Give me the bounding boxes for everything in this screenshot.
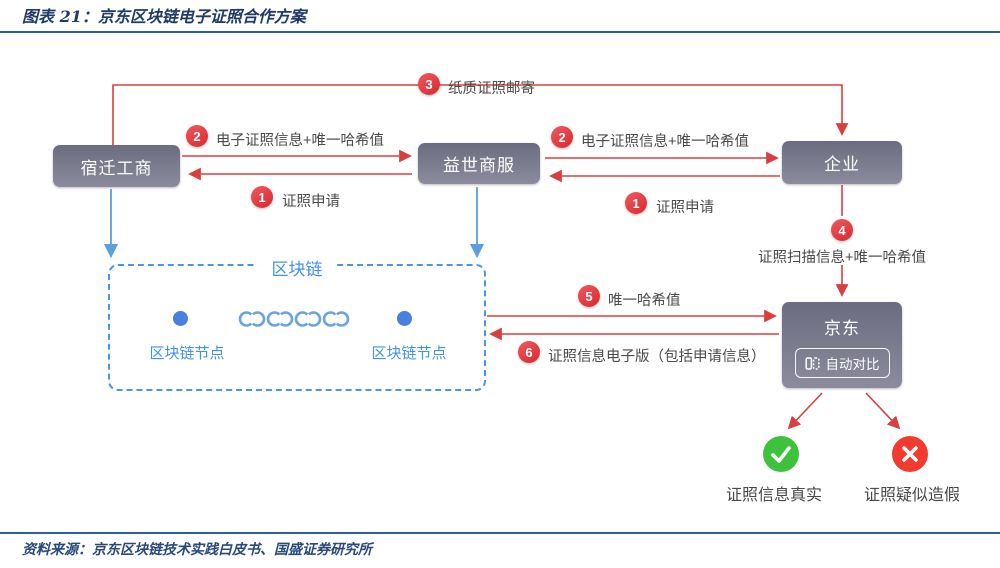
step-label-hash: 唯一哈希值	[608, 293, 681, 309]
step-label-mail: 纸质证照邮寄	[448, 81, 535, 97]
step-label-info-2: 电子证照信息+唯一哈希值	[581, 134, 749, 150]
step-label-scan: 证照扫描信息+唯一哈希值	[758, 250, 926, 266]
step-badge-5: 5	[578, 285, 600, 307]
step-badge-4: 4	[831, 219, 853, 241]
step-label-request-1: 证照申请	[282, 194, 340, 210]
jd-auto-compare-label: 自动对比	[825, 357, 880, 372]
arrow-mail-route	[112, 84, 849, 145]
blockchain-node-label-left: 区块链节点	[149, 345, 225, 362]
arrow-jd-to-genuine	[787, 392, 823, 430]
step-badge-6: 6	[518, 341, 540, 363]
figure-title: 图表 21：京东区块链电子证照合作方案	[22, 7, 306, 26]
step-badge-1b: 1	[625, 192, 647, 214]
jd-auto-compare-badge: 自动对比	[794, 348, 890, 378]
step-label-request-2: 证照申请	[656, 200, 714, 216]
step-badge-2a: 2	[186, 125, 208, 147]
figure-source: 资料来源：京东区块链技术实践白皮书、国盛证券研究所	[22, 542, 372, 558]
step-label-info-1: 电子证照信息+唯一哈希值	[216, 133, 384, 149]
node-yishi-shangfu: 益世商服	[418, 143, 540, 184]
result-fake-label: 证照疑似造假	[863, 487, 961, 504]
blockchain-title: 区块链	[257, 255, 337, 280]
node-enterprise: 企业	[782, 141, 902, 184]
step-label-eversion: 证照信息电子版（包括申请信息）	[548, 349, 766, 365]
blockchain-region: 区块链	[108, 255, 486, 391]
compare-icon	[804, 356, 820, 370]
blockchain-node-dot-left	[173, 311, 188, 326]
step-badge-3: 3	[418, 73, 440, 95]
arrow-jd-to-fake	[865, 392, 901, 430]
chain-links-icon	[238, 311, 350, 327]
node-suqian-label: 宿迁工商	[80, 158, 153, 178]
step-badge-2b: 2	[551, 126, 573, 148]
blockchain-node-label-right: 区块链节点	[371, 345, 447, 362]
node-jd-label: 京东	[824, 319, 860, 338]
check-icon	[763, 436, 799, 472]
footer-rule	[0, 532, 1000, 534]
header-rule	[0, 31, 1000, 33]
node-suqian-gongshang: 宿迁工商	[53, 145, 180, 187]
result-genuine-label: 证照信息真实	[725, 487, 823, 504]
node-yishi-label: 益世商服	[443, 156, 515, 175]
node-enterprise-label: 企业	[824, 155, 860, 174]
step-badge-1a: 1	[251, 186, 273, 208]
blockchain-node-dot-right	[397, 311, 412, 326]
node-jd: 京东 自动对比	[782, 302, 902, 388]
cross-icon	[892, 436, 928, 472]
